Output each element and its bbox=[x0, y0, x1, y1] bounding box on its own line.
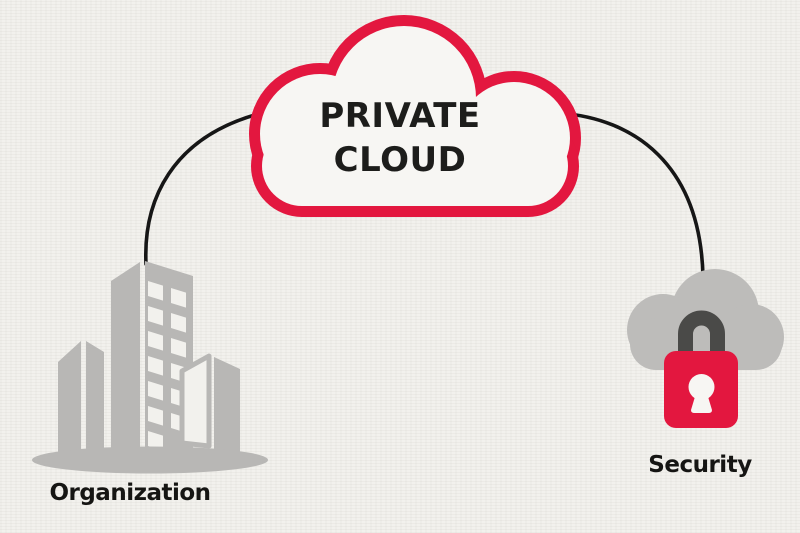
private-cloud-title-line2: CLOUD bbox=[333, 140, 467, 180]
office-buildings-icon bbox=[32, 261, 268, 474]
connector-organization-to-cloud bbox=[144, 112, 260, 266]
private-cloud-title-line1: PRIVATE bbox=[319, 96, 481, 136]
padlock-icon bbox=[664, 310, 738, 428]
connector-right-curve bbox=[556, 111, 705, 278]
ground-mound bbox=[32, 446, 268, 474]
organization-label: Organization bbox=[49, 480, 211, 506]
private-cloud-icon bbox=[249, 15, 581, 217]
left-building-left-face bbox=[58, 341, 81, 462]
connector-cloud-to-security bbox=[556, 111, 705, 278]
security-label: Security bbox=[648, 452, 752, 478]
right-building-right-face bbox=[214, 357, 240, 462]
padlock-shackle bbox=[678, 310, 725, 360]
tower-left-face bbox=[111, 262, 140, 452]
right-building-front-face bbox=[179, 353, 212, 449]
cloud-padlock-icon bbox=[627, 269, 784, 428]
private-cloud-title: PRIVATE CLOUD bbox=[280, 94, 520, 182]
padlock-keyhole bbox=[688, 374, 715, 413]
connector-left-curve bbox=[144, 112, 260, 266]
left-building-right-face bbox=[86, 341, 104, 462]
